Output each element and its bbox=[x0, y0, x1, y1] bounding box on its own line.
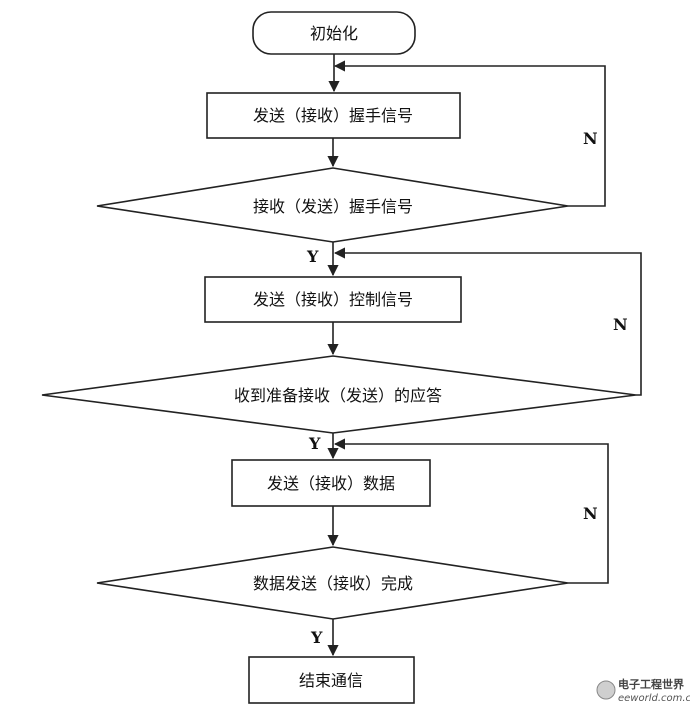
no-label-1: N bbox=[583, 129, 598, 148]
watermark-logo: 电子工程世界 eeworld.com.cn bbox=[596, 677, 690, 704]
send-control-label: 发送（接收）控制信号 bbox=[253, 290, 413, 309]
yes-label-3: Y bbox=[310, 628, 323, 647]
recv-ready-label: 收到准备接收（发送）的应答 bbox=[234, 386, 442, 405]
start-node: 初始化 bbox=[252, 11, 416, 55]
start-label: 初始化 bbox=[310, 24, 358, 43]
data-done-label: 数据发送（接收）完成 bbox=[253, 574, 413, 593]
recv-ready-decision: 收到准备接收（发送）的应答 bbox=[41, 355, 637, 434]
recv-handshake-label: 接收（发送）握手信号 bbox=[253, 197, 413, 216]
loop-back-data bbox=[333, 438, 609, 584]
end-node: 结束通信 bbox=[248, 656, 415, 704]
loop-back-control bbox=[333, 247, 642, 396]
send-handshake-label: 发送（接收）握手信号 bbox=[253, 106, 413, 125]
send-data-label: 发送（接收）数据 bbox=[267, 474, 395, 493]
no-label-3: N bbox=[583, 504, 598, 523]
recv-handshake-decision: 接收（发送）握手信号 bbox=[96, 167, 569, 243]
loop-back-handshake bbox=[333, 60, 606, 207]
send-handshake-node: 发送（接收）握手信号 bbox=[206, 92, 461, 139]
watermark-icon bbox=[596, 680, 616, 700]
send-data-node: 发送（接收）数据 bbox=[231, 459, 431, 507]
yes-label-2: Y bbox=[308, 434, 321, 453]
yes-label-1: Y bbox=[306, 247, 319, 266]
send-control-node: 发送（接收）控制信号 bbox=[204, 276, 462, 323]
data-done-decision: 数据发送（接收）完成 bbox=[96, 546, 569, 620]
end-label: 结束通信 bbox=[299, 671, 363, 690]
watermark-site: eeworld.com.cn bbox=[618, 693, 690, 704]
no-label-2: N bbox=[613, 315, 628, 334]
watermark-name: 电子工程世界 bbox=[618, 677, 684, 691]
